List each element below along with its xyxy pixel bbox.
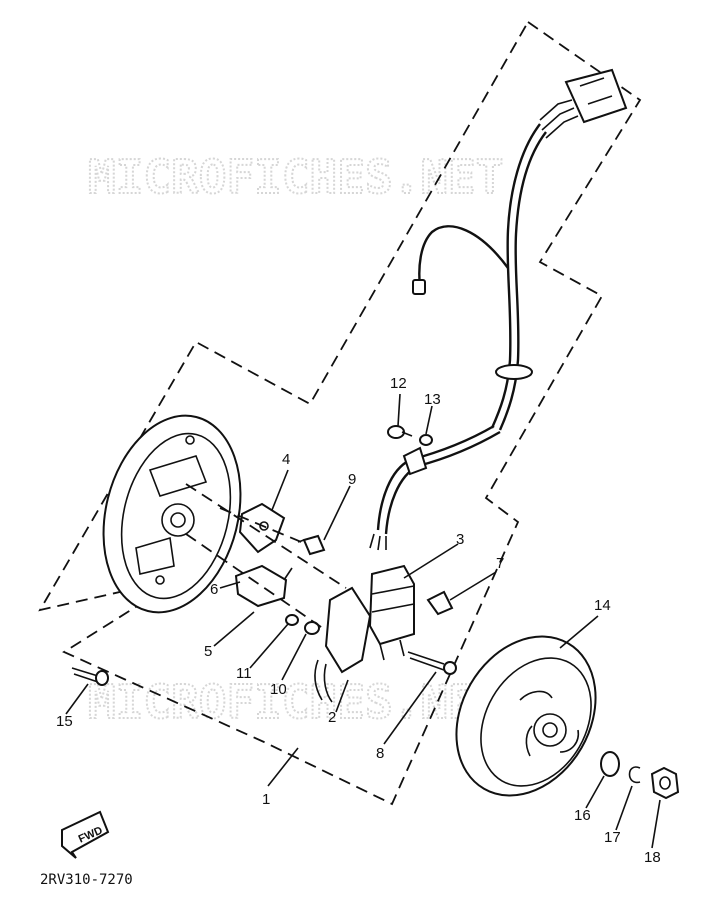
callout-4: 4	[282, 451, 290, 468]
callout-2: 2	[328, 709, 336, 726]
callout-17: 17	[604, 829, 621, 846]
callout-6: 6	[210, 581, 218, 598]
callout-3: 3	[456, 531, 464, 548]
assembly-boundary	[38, 21, 642, 806]
watermark-top: MICROFICHES.NET	[88, 150, 503, 204]
callout-1: 1	[262, 791, 270, 808]
callout-11: 11	[236, 665, 252, 682]
screw-15	[71, 667, 109, 686]
callout-8: 8	[376, 745, 384, 762]
callout-5: 5	[204, 643, 212, 660]
callout-16: 16	[574, 807, 591, 824]
alignment-lines	[185, 483, 347, 641]
callout-10: 10	[270, 681, 287, 698]
ignition-coil-2	[314, 586, 372, 703]
callout-18: 18	[644, 849, 661, 866]
callout-13: 13	[424, 391, 441, 408]
diagram-code: 2RV310-7270	[40, 872, 133, 888]
nut-18	[650, 766, 680, 800]
lock-washer-17	[628, 766, 641, 784]
washer-13	[419, 434, 433, 446]
callout-14: 14	[594, 597, 611, 614]
washer-16	[600, 751, 620, 777]
callout-7: 7	[496, 555, 504, 572]
watermark-bottom: MICROFICHES.NET	[88, 675, 503, 729]
forward-arrow-icon: FWD	[61, 810, 110, 859]
wire-harness	[369, 68, 628, 551]
stator-base-plate	[102, 414, 242, 614]
bolt-8	[407, 651, 457, 675]
pickup-assembly-5	[234, 564, 293, 608]
washer-11	[285, 614, 299, 626]
callout-9: 9	[348, 471, 356, 488]
contact-breaker-4	[238, 502, 286, 554]
bolt-12	[387, 425, 413, 439]
cdi-unit-3	[368, 564, 415, 661]
screw-10	[304, 621, 320, 635]
screw-9	[297, 534, 326, 556]
clamp-7	[426, 590, 454, 616]
flywheel-rotor-14	[455, 635, 597, 797]
callout-12: 12	[390, 375, 407, 392]
leader-lines	[65, 393, 661, 849]
callout-15: 15	[56, 713, 73, 730]
